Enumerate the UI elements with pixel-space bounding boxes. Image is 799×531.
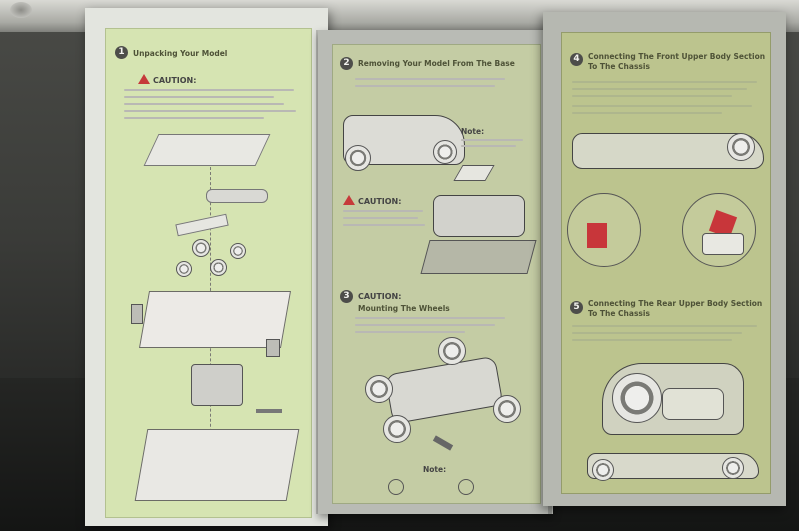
step-2-badge: 2 (340, 57, 353, 70)
car-diagram (384, 355, 504, 425)
text-line (343, 217, 418, 219)
text-line (343, 224, 425, 226)
text-line (124, 89, 294, 91)
step-4-title-line-1: Connecting The Front Upper Body Section (588, 52, 766, 61)
wheel (493, 395, 521, 423)
text-line (355, 331, 465, 333)
text-line (355, 78, 505, 80)
body-part (206, 189, 268, 203)
red-detail-part (587, 223, 607, 248)
model-top-cover (143, 134, 271, 166)
instruction-panel-right: 4 Connecting The Front Upper Body Sectio… (543, 12, 786, 506)
warning-icon (138, 74, 150, 84)
text-line (355, 85, 495, 87)
text-line (124, 96, 274, 98)
foam-base-bottom (134, 429, 300, 501)
wheel (438, 337, 466, 365)
rotation-icon (388, 479, 404, 495)
text-line (572, 325, 757, 327)
text-line (124, 110, 296, 112)
warning-icon (343, 195, 355, 205)
panel-left-content: 1 Unpacking Your Model CAUTION: (105, 28, 312, 518)
wheel (345, 145, 371, 171)
step-2-note: Note: (461, 127, 485, 136)
wheel (210, 259, 227, 276)
wheel (722, 457, 744, 479)
wheel (230, 243, 246, 259)
wheel (592, 459, 614, 481)
small-part (131, 304, 143, 324)
step-5-title-line-2: To The Chassis (588, 309, 650, 318)
wheel (727, 133, 755, 161)
step-3-badge: 3 (340, 290, 353, 303)
text-line (572, 112, 722, 114)
step-4-badge: 4 (570, 53, 583, 66)
rotation-icon (458, 479, 474, 495)
model-chassis (191, 364, 243, 406)
step-3-note: Note: (423, 465, 447, 474)
wall-hole (10, 2, 32, 18)
panel-middle-content: 2 Removing Your Model From The Base Note… (332, 44, 541, 504)
wheel (433, 140, 457, 164)
wheel (176, 261, 192, 277)
text-line (572, 95, 732, 97)
caution-label: CAUTION: (358, 197, 402, 206)
text-line (572, 339, 732, 341)
text-line (355, 324, 495, 326)
instruction-panel-left: 1 Unpacking Your Model CAUTION: (85, 8, 328, 526)
wheel (192, 239, 210, 257)
screwdriver-tool (432, 435, 454, 451)
step-5-badge: 5 (570, 301, 583, 314)
stand-part (453, 165, 495, 181)
step-3-title: Mounting The Wheels (358, 304, 450, 313)
text-line (461, 139, 523, 141)
step-1-caution: CAUTION: (138, 74, 196, 85)
text-line (461, 145, 516, 147)
wheel (383, 415, 411, 443)
text-line (572, 105, 752, 107)
spoke-wheel (612, 373, 662, 423)
text-line (355, 317, 505, 319)
text-line (572, 88, 747, 90)
car-diagram (433, 195, 525, 237)
text-line (124, 117, 264, 119)
display-base (420, 240, 537, 274)
text-line (124, 103, 284, 105)
small-part (266, 339, 280, 357)
text-line (572, 81, 757, 83)
step-3-caution: CAUTION: (358, 292, 402, 301)
panel-right-content: 4 Connecting The Front Upper Body Sectio… (561, 32, 771, 494)
car-body-detail (702, 233, 744, 255)
step-4-title-line-2: To The Chassis (588, 62, 650, 71)
step-1-title: Unpacking Your Model (133, 49, 228, 58)
caution-label: CAUTION: (153, 76, 197, 85)
step-2-caution: CAUTION: (343, 195, 401, 206)
text-line (572, 332, 742, 334)
wheel (365, 375, 393, 403)
body-part (175, 213, 229, 237)
small-part (256, 409, 282, 413)
instruction-panel-middle: 2 Removing Your Model From The Base Note… (318, 30, 553, 514)
step-2-title: Removing Your Model From The Base (358, 59, 515, 68)
text-line (343, 210, 423, 212)
rear-body-part (662, 388, 724, 420)
step-5-title-line-1: Connecting The Rear Upper Body Section (588, 299, 763, 308)
step-1-badge: 1 (115, 46, 128, 59)
